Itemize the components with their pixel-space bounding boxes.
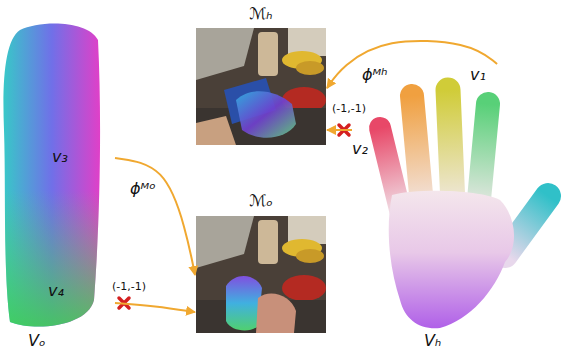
- mapping-arrow: [327, 41, 497, 88]
- text-holder: v₂: [352, 140, 368, 158]
- hand-mesh-node: v₁ v₂ Vₕ: [352, 64, 566, 352]
- object-photo: [196, 216, 254, 268]
- hand-photo: [196, 28, 326, 145]
- text-holder: Vₒ: [28, 332, 46, 350]
- object-photo: [256, 294, 296, 333]
- text-holder: ℳₒ: [195, 192, 327, 210]
- vertex-label: v₁: [470, 66, 486, 84]
- invalid-mark: [119, 125, 349, 308]
- hand-photo: [196, 28, 254, 80]
- vertex-label: Vₒ: [28, 332, 46, 350]
- hand-photo: [258, 32, 278, 76]
- hand-mesh: [478, 104, 488, 210]
- object-mesh: [3, 23, 100, 326]
- object-photo: [226, 276, 262, 330]
- invalid-mapping-arrow: [115, 303, 195, 312]
- mapping-label: ϕᴹʰ: [360, 66, 390, 84]
- hand-photo: [236, 91, 296, 137]
- vertex-label: v₂: [352, 140, 368, 158]
- edge-label-holder: (-1,-1): [110, 281, 148, 294]
- hand-mesh: [389, 191, 514, 328]
- image-panel: ℳₕ: [195, 5, 327, 147]
- hand-mesh: [380, 90, 548, 328]
- vertex-label: v₄: [48, 282, 64, 300]
- object-photo: [196, 216, 326, 333]
- mapping-arrow: [115, 158, 195, 275]
- object-mesh: [3, 23, 100, 326]
- edge-label-holder: (-1,-1): [330, 103, 368, 116]
- panel-title: ℳₕ: [249, 5, 273, 23]
- hand-photo: [196, 116, 236, 145]
- image-panel: ℳₒ: [195, 192, 327, 335]
- hand-photo: [296, 61, 324, 75]
- text-holder: v₁: [470, 66, 486, 84]
- invalid-coordinate: (-1,-1): [110, 281, 148, 294]
- hand-mesh: [448, 90, 453, 205]
- hand-photo: [196, 28, 326, 145]
- text-holder: v₄: [48, 282, 64, 300]
- text-holder: ℳₕ: [195, 5, 327, 23]
- object-photo: [196, 216, 326, 333]
- object-photo: [282, 275, 326, 301]
- panel-title: ℳₒ: [249, 192, 273, 210]
- vertex-label: v₃: [52, 148, 68, 166]
- object-mesh-node: v₃ v₄ Vₒ: [0, 20, 115, 355]
- mapping-label: ϕᴹᵒ: [128, 180, 158, 198]
- object-mesh: [3, 23, 100, 326]
- edge-label-holder: ϕᴹᵒ: [128, 180, 158, 198]
- text-holder: Vₕ: [424, 332, 441, 350]
- object-photo: [258, 220, 278, 264]
- invalid-mapping-arrow: [327, 129, 352, 131]
- invalid-coordinate: (-1,-1): [330, 103, 368, 116]
- vertex-label: Vₕ: [424, 332, 441, 350]
- hand-mesh: [412, 96, 422, 205]
- edge-label-holder: ϕᴹʰ: [360, 66, 390, 84]
- object-photo: [296, 249, 324, 263]
- text-holder: v₃: [52, 148, 68, 166]
